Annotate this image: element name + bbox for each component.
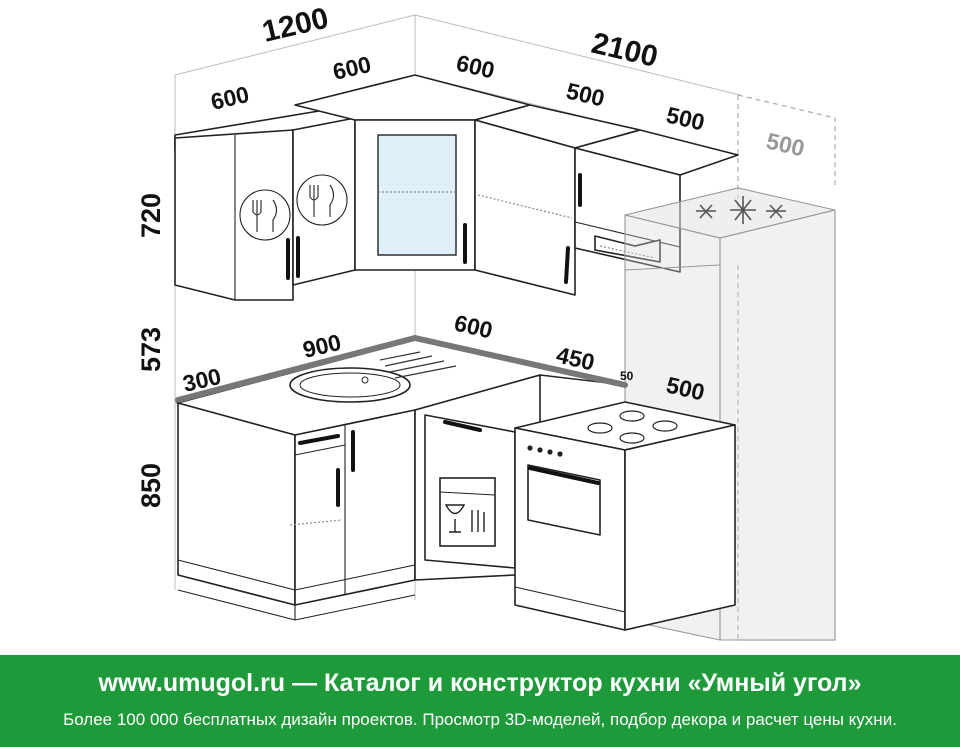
cutlery-icon [239,189,291,241]
dim-top-right: 2100 [588,27,660,74]
dishwasher [414,374,541,586]
footer-banner: www.umugol.ru — Каталог и конструктор ку… [0,655,960,747]
dim-upper-right-3: 500 [664,102,707,136]
dim-counter-50: 50 [620,369,634,383]
dim-fridge-ghost: 500 [764,128,807,162]
dim-upper-left-1: 600 [208,81,251,115]
dim-height-lower: 850 [136,463,166,508]
dim-counter-600: 600 [452,310,495,344]
dim-top-left: 1200 [259,2,331,49]
dim-upper-right-1: 600 [454,50,497,84]
dim-upper-right-2: 500 [564,78,607,112]
upper-cabinet-left [174,104,356,301]
oven-window [527,464,601,536]
footer-title[interactable]: www.umugol.ru — Каталог и конструктор ку… [98,669,862,697]
stove [514,401,736,631]
dim-height-gap: 573 [136,327,166,372]
stove-knobs [527,445,563,457]
burner-icons [587,410,678,444]
sink-icon [289,367,411,403]
upper-cabinet-right [474,104,739,296]
kitchen-drawing: 1200 2100 600 600 600 500 500 500 720 57… [136,2,836,641]
kitchen-diagram: 1200 2100 600 600 600 500 500 500 720 57… [136,2,836,641]
snowflake-icon [696,196,786,224]
dimension-labels: 1200 2100 600 600 600 500 500 500 720 57… [136,2,807,508]
dim-height-upper: 720 [136,193,166,238]
upper-cabinet-corner [294,74,531,271]
dim-upper-left-2: 600 [330,51,373,85]
cutlery-icon [296,174,348,226]
footer-subtitle: Более 100 000 бесплатных дизайн проектов… [63,710,897,729]
plinth [177,589,416,621]
dishwasher-icon [444,504,485,533]
